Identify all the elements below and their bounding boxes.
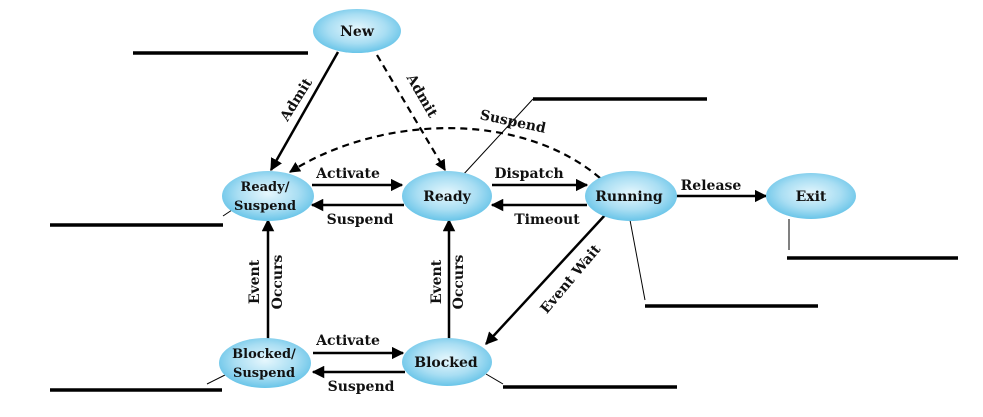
label-event-occurs-b-2: Occurs — [451, 255, 467, 310]
label-suspend-dashed: Suspend — [478, 107, 547, 137]
leader-blocked-suspend — [206, 373, 228, 385]
arrow-suspend-running-to-ready-suspend — [289, 127, 601, 179]
state-blocked-label: Blocked — [414, 355, 478, 371]
state-exit: Exit — [766, 173, 856, 219]
label-release: Release — [681, 178, 742, 194]
leader-suspend-area — [461, 98, 534, 177]
state-new-label: New — [340, 24, 375, 40]
state-ready: Ready — [402, 171, 492, 221]
label-admit-to-ready: Admit — [402, 71, 440, 121]
state-ready-label: Ready — [423, 189, 471, 205]
state-blocked: Blocked — [402, 338, 492, 386]
arrow-admit-new-to-ready — [376, 54, 446, 171]
leader-running — [629, 219, 646, 301]
state-ready-suspend-label-2: Suspend — [234, 199, 296, 214]
label-suspend-lower: Suspend — [328, 379, 395, 395]
label-suspend-upper: Suspend — [327, 212, 394, 228]
label-activate-upper: Activate — [315, 166, 380, 182]
state-running: Running — [585, 171, 677, 221]
label-activate-lower: Activate — [315, 333, 380, 349]
state-blocked-suspend: Blocked/ Suspend — [219, 338, 311, 388]
state-blocked-suspend-label-1: Blocked/ — [232, 347, 296, 362]
state-new: New — [313, 9, 401, 53]
state-running-label: Running — [595, 189, 663, 205]
label-event-occurs-bs-1: Event — [247, 259, 263, 304]
label-event-occurs-bs-2: Occurs — [270, 255, 286, 310]
state-ready-suspend: Ready/ Suspend — [222, 171, 314, 221]
state-exit-label: Exit — [796, 189, 827, 205]
arrow-admit-new-to-ready-suspend — [269, 51, 340, 172]
label-timeout: Timeout — [514, 212, 580, 228]
label-dispatch: Dispatch — [494, 166, 563, 182]
state-blocked-suspend-label-2: Suspend — [233, 366, 295, 381]
label-event-occurs-b-1: Event — [429, 259, 445, 304]
state-ready-suspend-label-1: Ready/ — [241, 180, 290, 195]
arrow-event-wait — [485, 213, 607, 345]
leader-blocked — [485, 373, 504, 385]
